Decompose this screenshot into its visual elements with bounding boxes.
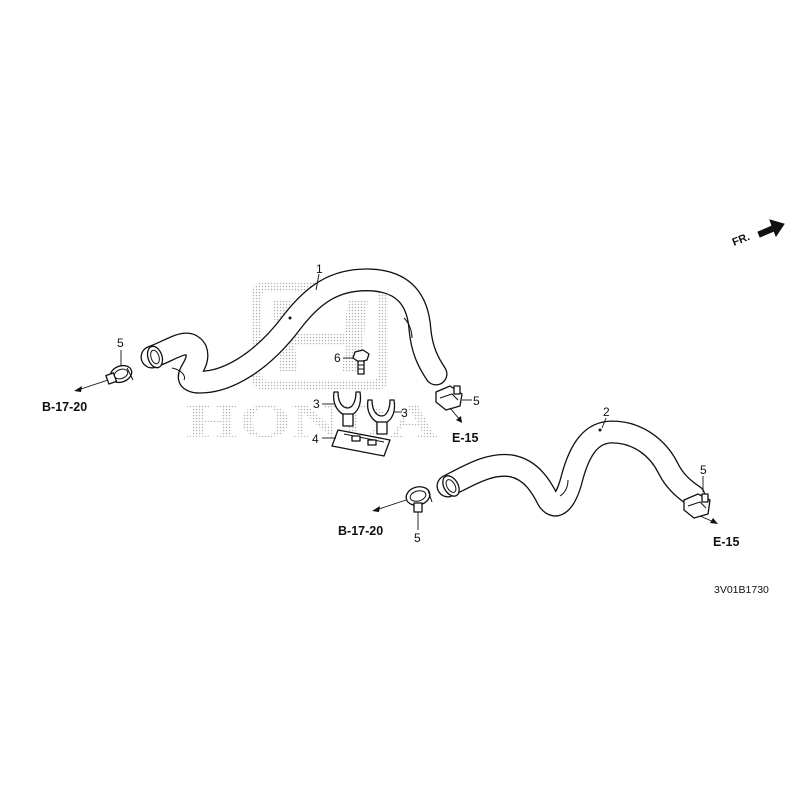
diagram-code: 3V01B1730	[714, 584, 769, 596]
clamp-lower-left	[405, 486, 433, 513]
callout-clamp-lower-left: 5	[414, 531, 421, 545]
callout-clamp-lower-right: 5	[700, 463, 707, 477]
ref-label-upper-left: B-17-20	[42, 400, 87, 414]
front-direction-marker: FR.	[731, 219, 785, 249]
ref-label-lower-left: B-17-20	[338, 524, 383, 538]
clamp-lower-right	[683, 493, 711, 519]
front-arrow-icon	[757, 219, 785, 238]
clamp-upper-right	[435, 385, 463, 411]
front-direction-label: FR.	[731, 231, 752, 249]
bolt	[352, 349, 370, 375]
callout-leaders	[120, 273, 704, 530]
honda-watermark: HONDA	[186, 282, 438, 448]
callout-clamp-upper-right: 5	[473, 394, 480, 408]
callout-clip-right: 3	[401, 406, 408, 420]
bracket	[331, 429, 391, 457]
honda-brand-watermark: HONDA	[186, 395, 438, 448]
callout-hose-1: 1	[316, 262, 323, 276]
callout-clamp-upper-left: 5	[117, 336, 124, 350]
hose-1	[140, 268, 448, 394]
ref-label-upper-right: E-15	[452, 431, 478, 445]
callout-bracket: 4	[312, 432, 319, 446]
callout-clip-left: 3	[313, 397, 320, 411]
callout-hose-2: 2	[603, 405, 610, 419]
clip-right	[366, 399, 396, 435]
honda-wing-logo-watermark	[252, 282, 388, 390]
ref-label-lower-right: E-15	[713, 535, 739, 549]
clip-left	[332, 391, 362, 427]
callout-bolt: 6	[334, 351, 341, 365]
clamp-upper-left	[105, 364, 134, 385]
reference-arrows	[74, 379, 718, 524]
hose-2	[436, 420, 706, 517]
